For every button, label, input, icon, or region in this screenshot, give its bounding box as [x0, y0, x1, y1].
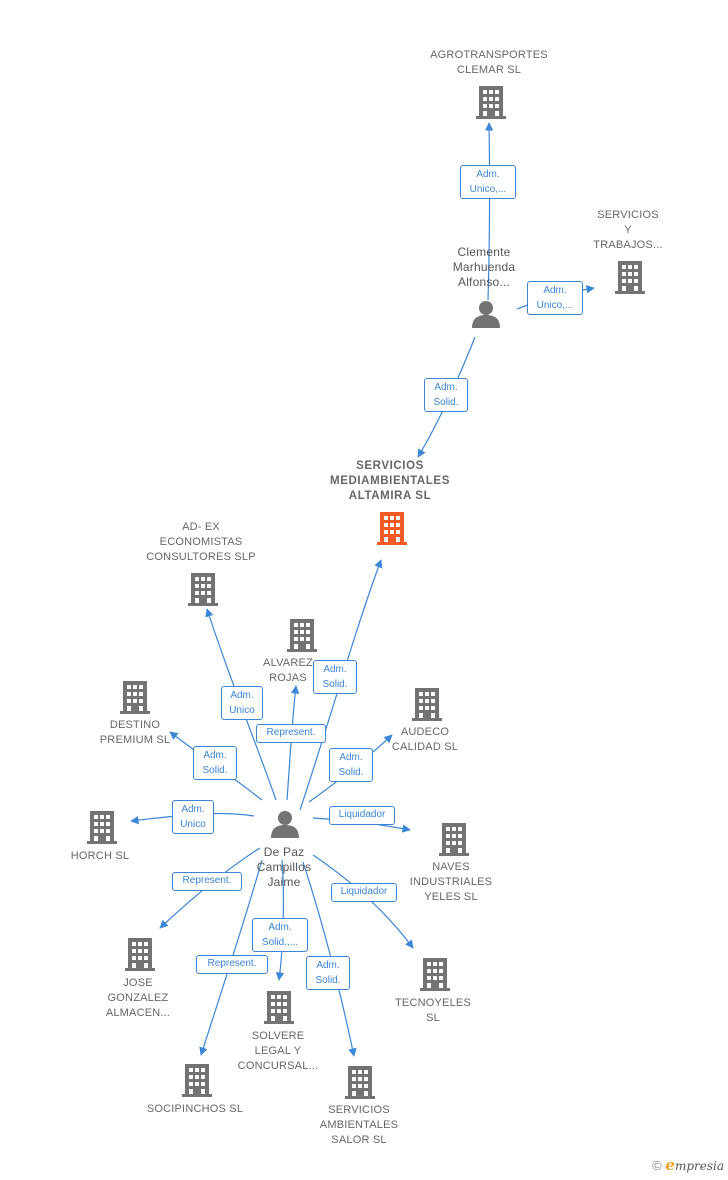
- edge-label-depaz-jose[interactable]: Represent.: [172, 872, 242, 891]
- node-label-destino[interactable]: DESTINO PREMIUM SL: [99, 719, 171, 746]
- servicios-mediambientales-building-icon[interactable]: [377, 512, 407, 545]
- solvere-building-icon[interactable]: [264, 991, 294, 1024]
- tecnoyeles-building-icon[interactable]: [420, 958, 450, 991]
- node-label-jose[interactable]: JOSE GONZALEZ ALMACEN...: [105, 977, 171, 1019]
- node-label-naves[interactable]: NAVES INDUSTRIALES YELES SL: [409, 861, 493, 903]
- node-label-tecnoyeles[interactable]: TECNOYELES SL: [395, 997, 471, 1024]
- edge-label-depaz-horch[interactable]: Adm. Unico: [172, 800, 214, 834]
- edge-clemente-agrotransportes: [484, 122, 494, 301]
- naves-building-icon[interactable]: [439, 823, 469, 856]
- edge-label-depaz-adex[interactable]: Adm. Unico: [221, 686, 263, 720]
- node-label-adex[interactable]: AD- EX ECONOMISTAS CONSULTORES SLP: [146, 521, 256, 563]
- edge-label-clemente-agrotransportes[interactable]: Adm. Unico,...: [460, 165, 516, 199]
- edge-label-depaz-servicios-ambientales[interactable]: Adm. Solid.: [306, 956, 350, 990]
- edge-label-depaz-servicios-mediambientales[interactable]: Adm. Solid.: [313, 660, 357, 694]
- clemente-person-icon[interactable]: [472, 301, 500, 328]
- node-label-depaz[interactable]: De Paz Campillos Jaime: [256, 845, 312, 889]
- node-label-solvere[interactable]: SOLVERE LEGAL Y CONCURSAL...: [237, 1030, 319, 1072]
- edge-label-clemente-servicios-trabajos[interactable]: Adm. Unico,...: [527, 281, 583, 315]
- audeco-building-icon[interactable]: [412, 688, 442, 721]
- node-label-alvarez[interactable]: ALVAREZ ROJAS: [263, 657, 313, 684]
- edge-label-depaz-alvarez[interactable]: Represent.: [256, 724, 326, 743]
- alvarez-building-icon[interactable]: [287, 619, 317, 652]
- brand-logo: empresia: [665, 1156, 724, 1174]
- node-label-servicios-mediambientales[interactable]: SERVICIOS MEDIAMBIENTALES ALTAMIRA SL: [330, 460, 450, 502]
- node-label-horch[interactable]: HORCH SL: [70, 850, 130, 862]
- servicios-trabajos-building-icon[interactable]: [615, 261, 645, 294]
- depaz-person-icon[interactable]: [271, 811, 299, 838]
- node-label-agrotransportes[interactable]: AGROTRANSPORTES CLEMAR SL: [430, 49, 548, 76]
- jose-building-icon[interactable]: [125, 938, 155, 971]
- node-label-clemente[interactable]: Clemente Marhuenda Alfonso...: [452, 245, 516, 289]
- node-label-audeco[interactable]: AUDECO CALIDAD SL: [391, 726, 459, 753]
- horch-building-icon[interactable]: [87, 811, 117, 844]
- edge-label-depaz-solvere[interactable]: Adm. Solid.,...: [252, 918, 308, 952]
- destino-building-icon[interactable]: [120, 681, 150, 714]
- footer-brand: © empresia: [652, 1156, 724, 1174]
- copyright-symbol: ©: [652, 1158, 662, 1173]
- adex-building-icon[interactable]: [188, 573, 218, 606]
- edge-label-depaz-naves[interactable]: Liquidador: [329, 806, 395, 825]
- edge-label-depaz-tecnoyeles[interactable]: Liquidador: [331, 883, 397, 902]
- servicios-ambientales-building-icon[interactable]: [345, 1066, 375, 1099]
- edge-label-clemente-servicios-mediambientales[interactable]: Adm. Solid.: [424, 378, 468, 412]
- edge-depaz-alvarez: [286, 685, 300, 801]
- brand-name: mpresia: [674, 1159, 724, 1173]
- socipinchos-building-icon[interactable]: [182, 1064, 212, 1097]
- edge-label-depaz-destino[interactable]: Adm. Solid.: [193, 746, 237, 780]
- node-label-servicios-ambientales[interactable]: SERVICIOS AMBIENTALES SALOR SL: [319, 1104, 399, 1146]
- node-label-servicios-trabajos[interactable]: SERVICIOS Y TRABAJOS...: [593, 209, 663, 251]
- edge-label-depaz-socipinchos[interactable]: Represent.: [196, 955, 268, 974]
- edge-label-depaz-audeco[interactable]: Adm. Solid.: [329, 748, 373, 782]
- node-label-socipinchos[interactable]: SOCIPINCHOS SL: [146, 1103, 244, 1115]
- brand-initial: e: [665, 1156, 675, 1174]
- agrotransportes-building-icon[interactable]: [476, 86, 506, 119]
